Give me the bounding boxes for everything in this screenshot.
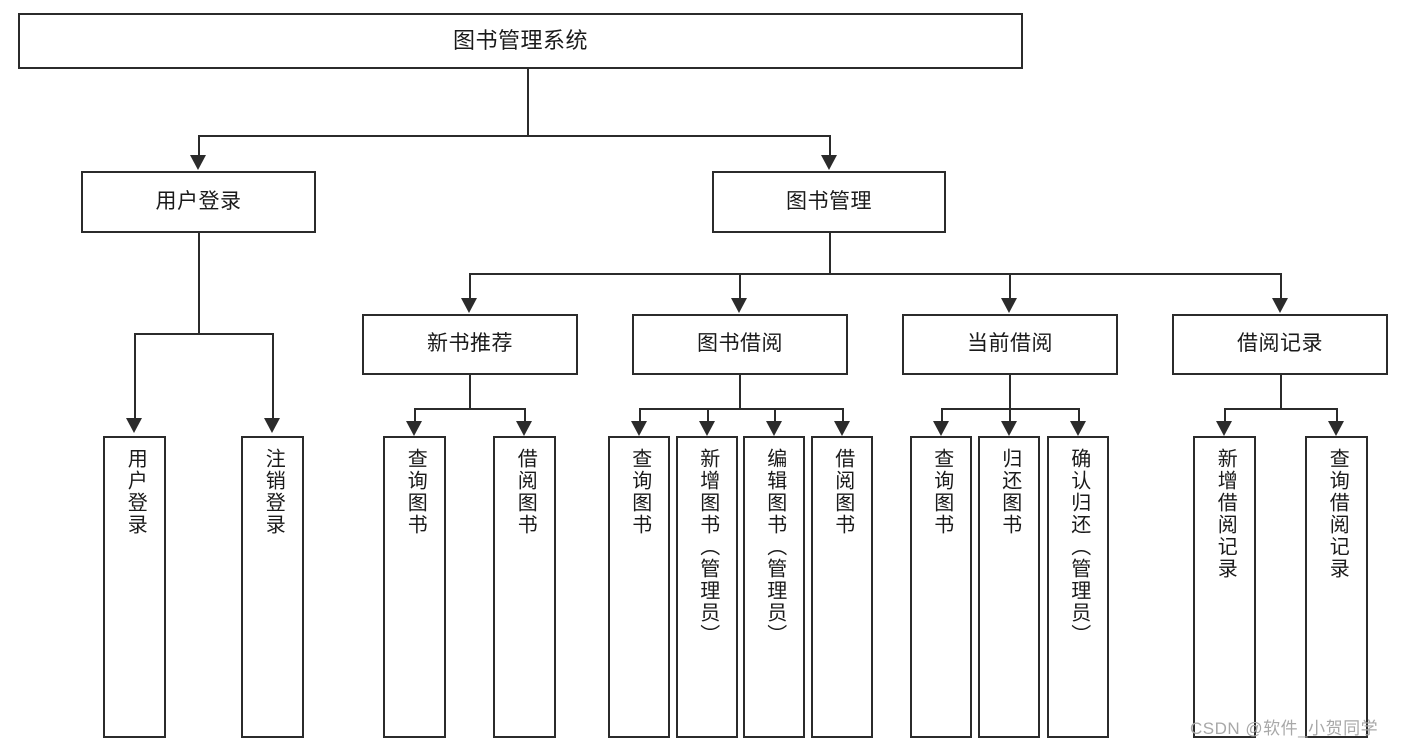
arrow-root-to-user-login [190,155,206,170]
arrow-book-mgmt-c1 [461,298,477,313]
leaf-current-borrow-confirm[interactable]: 确认归还（管理员） [1047,436,1109,738]
node-new-book-recommend[interactable]: 新书推荐 [362,314,578,375]
connector-new-book-bus [414,408,524,410]
node-borrow-record[interactable]: 借阅记录 [1172,314,1388,375]
node-label: 借阅图书 [514,448,537,536]
connector-book-borrow-stem [739,375,741,408]
arrow-borrow-record-leaf2 [1328,421,1344,436]
connector-new-book-leaf1 [414,408,416,421]
connector-root-bus [198,135,830,137]
node-label: 图书借阅 [697,332,783,356]
leaf-book-borrow-edit[interactable]: 编辑图书（管理员） [743,436,805,738]
connector-user-login-leaf2 [272,333,274,418]
connector-book-borrow-bus [639,408,842,410]
arrow-user-login-leaf1 [126,418,142,433]
arrow-book-mgmt-c4 [1272,298,1288,313]
arrow-new-book-leaf2 [516,421,532,436]
arrow-book-borrow-leaf4 [834,421,850,436]
connector-current-borrow-leaf3 [1078,408,1080,421]
arrow-root-to-book-mgmt [821,155,837,170]
node-label: 查询图书 [628,448,651,536]
connector-user-login-bus [134,333,272,335]
node-label: 图书管理 [786,189,872,213]
leaf-book-borrow-borrow[interactable]: 借阅图书 [811,436,873,738]
node-label: 编辑图书（管理员） [763,448,786,646]
connector-book-borrow-leaf4 [842,408,844,421]
connector-root-to-book-mgmt [829,135,831,155]
connector-borrow-record-leaf2 [1336,408,1338,421]
csdn-watermark: CSDN @软件_小贺同学 [1190,719,1379,738]
connector-book-mgmt-stem [829,233,831,273]
node-user-login[interactable]: 用户登录 [81,171,316,233]
leaf-book-borrow-add[interactable]: 新增图书（管理员） [676,436,738,738]
arrow-user-login-leaf2 [264,418,280,433]
leaf-new-book-borrow[interactable]: 借阅图书 [493,436,556,738]
connector-book-mgmt-bus [469,273,1280,275]
leaf-borrow-record-add[interactable]: 新增借阅记录 [1193,436,1256,738]
node-label: 当前借阅 [967,332,1053,356]
node-label: 归还图书 [998,448,1021,536]
connector-root-to-user-login [198,135,200,155]
connector-book-borrow-leaf1 [639,408,641,421]
arrow-book-mgmt-c3 [1001,298,1017,313]
connector-current-borrow-leaf2 [1009,408,1011,421]
node-book-borrow[interactable]: 图书借阅 [632,314,848,375]
leaf-current-borrow-return[interactable]: 归还图书 [978,436,1040,738]
node-label: 新增图书（管理员） [696,448,719,646]
connector-borrow-record-bus [1224,408,1336,410]
connector-user-login-leaf1 [134,333,136,418]
arrow-current-borrow-leaf2 [1001,421,1017,436]
node-label: 查询借阅记录 [1326,448,1349,580]
arrow-book-borrow-leaf3 [766,421,782,436]
connector-current-borrow-leaf1 [941,408,943,421]
connector-book-mgmt-c3 [1009,273,1011,298]
connector-book-borrow-leaf2 [707,408,709,421]
node-root-system[interactable]: 图书管理系统 [18,13,1023,69]
connector-book-mgmt-c1 [469,273,471,298]
connector-borrow-record-leaf1 [1224,408,1226,421]
node-label: 确认归还（管理员） [1067,448,1090,646]
connector-book-mgmt-c4 [1280,273,1282,298]
node-label: 查询图书 [404,448,427,536]
connector-new-book-leaf2 [524,408,526,421]
node-label: 用户登录 [124,448,147,536]
connector-new-book-stem [469,375,471,408]
arrow-borrow-record-leaf1 [1216,421,1232,436]
node-label: 查询图书 [930,448,953,536]
node-label: 图书管理系统 [452,28,588,54]
node-label: 借阅图书 [831,448,854,536]
node-label: 注销登录 [262,448,285,536]
arrow-book-borrow-leaf2 [699,421,715,436]
leaf-borrow-record-query[interactable]: 查询借阅记录 [1305,436,1368,738]
leaf-user-login-logout[interactable]: 注销登录 [241,436,304,738]
leaf-new-book-query[interactable]: 查询图书 [383,436,446,738]
arrow-book-borrow-leaf1 [631,421,647,436]
connector-current-borrow-stem [1009,375,1011,408]
arrow-current-borrow-leaf1 [933,421,949,436]
node-book-management[interactable]: 图书管理 [712,171,946,233]
arrow-new-book-leaf1 [406,421,422,436]
node-label: 用户登录 [155,189,242,213]
node-label: 借阅记录 [1237,332,1323,356]
node-current-borrow[interactable]: 当前借阅 [902,314,1118,375]
leaf-user-login-login[interactable]: 用户登录 [103,436,166,738]
connector-book-borrow-leaf3 [774,408,776,421]
node-label: 新书推荐 [427,332,513,356]
arrow-book-mgmt-c2 [731,298,747,313]
arrow-current-borrow-leaf3 [1070,421,1086,436]
connector-borrow-record-stem [1280,375,1282,408]
node-label: 新增借阅记录 [1214,448,1237,580]
connector-book-mgmt-c2 [739,273,741,298]
leaf-current-borrow-query[interactable]: 查询图书 [910,436,972,738]
connector-root-stem [527,69,529,135]
leaf-book-borrow-query[interactable]: 查询图书 [608,436,670,738]
connector-user-login-stem [198,233,200,333]
